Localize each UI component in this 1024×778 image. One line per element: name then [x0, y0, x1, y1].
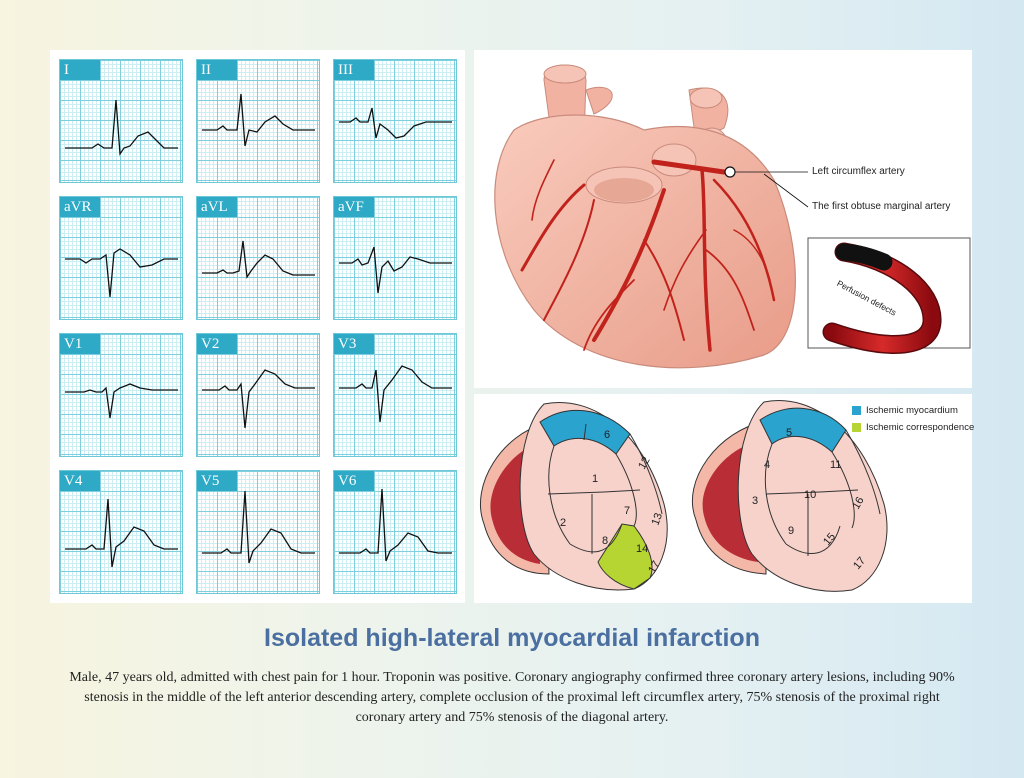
ventricle-segments-panel: 6 1 12 2 7 13 8 14 17 5 4 11 3 10 [474, 394, 972, 603]
ecg-trace [202, 240, 315, 279]
ecg-lead-iii: III [333, 59, 457, 183]
annotation-first-obtuse-marginal-artery: The first obtuse marginal artery [812, 201, 951, 212]
segment-label: 12 [636, 455, 653, 472]
segment-label: 5 [786, 427, 792, 439]
ecg-lead-v5: V5 [196, 470, 320, 594]
segment-label: 14 [636, 543, 648, 555]
ecg-lead-avl: aVL [196, 196, 320, 320]
legend-swatch-green [852, 423, 861, 432]
ecg-panel: I II III aVR aVL aVF V1 [50, 50, 465, 603]
ecg-trace [339, 107, 452, 139]
lead-label: V2 [197, 334, 237, 354]
lead-label: V5 [197, 471, 237, 491]
ecg-trace [202, 490, 315, 564]
segment-label: 16 [850, 495, 867, 512]
ecg-trace [339, 246, 452, 294]
legend-label: Ischemic myocardium [866, 405, 958, 416]
ecg-lead-i: I [59, 59, 183, 183]
lead-label: V1 [60, 334, 100, 354]
lead-label: V4 [60, 471, 100, 491]
ecg-lead-avf: aVF [333, 196, 457, 320]
segment-label: 1 [592, 473, 598, 485]
legend-label: Ischemic correspondence [866, 422, 975, 433]
ventricle-segment-diagrams: 6 1 12 2 7 13 8 14 17 5 4 11 3 10 [479, 400, 888, 592]
ecg-lead-v3: V3 [333, 333, 457, 457]
ecg-lead-v6: V6 [333, 470, 457, 594]
segment-label: 8 [602, 535, 608, 547]
legend-swatch-blue [852, 406, 861, 415]
heart-illustration [494, 64, 971, 369]
legend-ischemic-myocardium: Ischemic myocardium [852, 405, 958, 416]
segment-label: 9 [788, 525, 794, 537]
segment-label: 3 [752, 495, 758, 507]
lead-label: V6 [334, 471, 374, 491]
ecg-trace [65, 99, 178, 156]
lead-label: III [334, 60, 374, 80]
segment-label: 17 [646, 559, 663, 576]
segment-label: 13 [650, 511, 665, 527]
annotation-left-circumflex-artery: Left circumflex artery [812, 166, 905, 177]
lead-label: aVR [60, 197, 100, 217]
segment-label: 10 [804, 489, 816, 501]
ecg-lead-ii: II [196, 59, 320, 183]
caption-text: Male, 47 years old, admitted with chest … [69, 670, 955, 725]
ecg-lead-avr: aVR [59, 196, 183, 320]
segment-label: 11 [830, 459, 841, 471]
lead-label: I [60, 60, 100, 80]
page-title: Isolated high-lateral myocardial infarct… [264, 624, 760, 652]
ecg-trace [202, 93, 315, 147]
lead-label: aVL [197, 197, 237, 217]
segment-label: 4 [764, 459, 770, 471]
ecg-trace [65, 248, 178, 298]
ecg-lead-v4: V4 [59, 470, 183, 594]
segment-label: 7 [624, 505, 630, 517]
segment-label: 6 [604, 429, 610, 441]
heart-illustration-panel: Left circumflex artery The first obtuse … [474, 50, 972, 388]
ecg-trace [202, 369, 315, 429]
ecg-trace [339, 488, 452, 562]
ecg-trace [65, 383, 178, 419]
lead-label: V3 [334, 334, 374, 354]
ecg-lead-v1: V1 [59, 333, 183, 457]
lead-label: II [197, 60, 237, 80]
lead-label: aVF [334, 197, 374, 217]
ecg-trace [65, 498, 178, 568]
legend-ischemic-correspondence: Ischemic correspondence [852, 422, 974, 433]
segment-label: 2 [560, 517, 566, 529]
ecg-trace [339, 365, 452, 423]
ecg-lead-v2: V2 [196, 333, 320, 457]
